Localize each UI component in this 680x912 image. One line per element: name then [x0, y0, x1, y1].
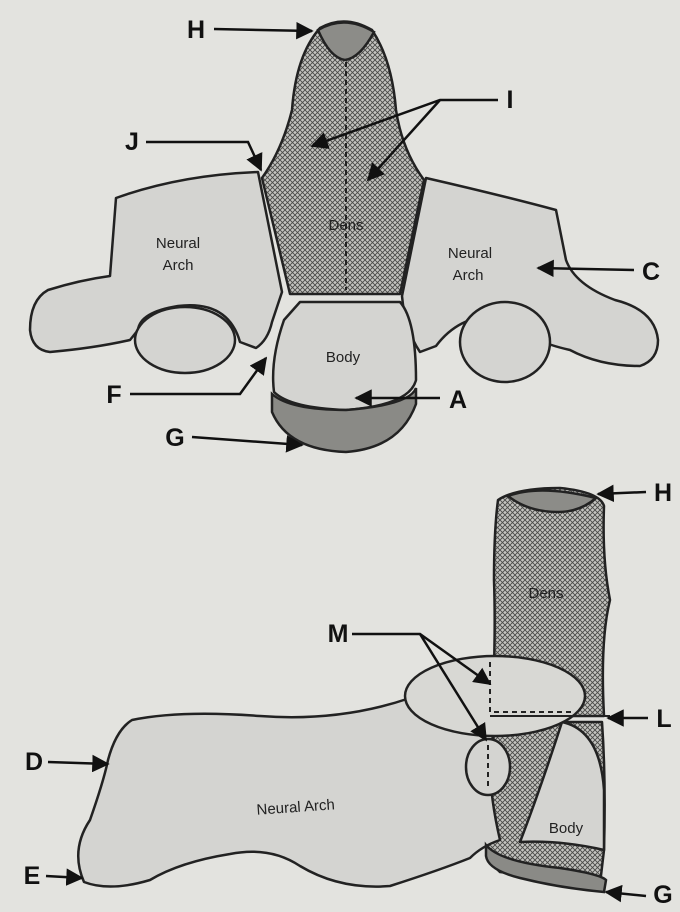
label-E: E [24, 862, 41, 890]
left-neural-arch-name-2: Arch [163, 257, 194, 274]
body-side-name: Body [549, 820, 584, 837]
label-H-top: H [187, 16, 205, 44]
right-neural-arch-name-2: Arch [453, 267, 484, 284]
label-M: M [328, 620, 349, 648]
label-C: C [642, 258, 660, 286]
label-F: F [106, 381, 121, 409]
pointer-G-top [192, 437, 302, 445]
body-top-name: Body [326, 349, 361, 366]
pointer-D [48, 762, 108, 764]
label-L: L [656, 705, 671, 733]
pointer-J [146, 142, 261, 170]
top-view: Dens Body Neural Arch Neural Arch H I J … [30, 16, 660, 452]
pointer-H-side [598, 492, 646, 494]
left-neural-arch-name-1: Neural [156, 235, 200, 252]
pointer-G-side [606, 892, 646, 896]
label-D: D [25, 748, 43, 776]
side-view: Dens Body Neural Arch H M L D E G [24, 479, 673, 907]
pointer-E [46, 876, 82, 878]
right-articular-facet [460, 302, 550, 382]
left-articular-facet [135, 307, 235, 373]
right-neural-arch-name-1: Neural [448, 245, 492, 262]
label-I: I [507, 86, 514, 114]
dens-side-name: Dens [528, 585, 563, 602]
label-H-side: H [654, 479, 672, 507]
label-J: J [125, 128, 139, 156]
pointer-H-top [214, 29, 312, 31]
dens-top [262, 21, 424, 294]
label-A: A [449, 386, 467, 414]
label-G-side: G [653, 881, 672, 907]
dens-top-name: Dens [328, 217, 363, 234]
superior-articular-process [405, 656, 585, 736]
label-G-top: G [165, 424, 184, 452]
